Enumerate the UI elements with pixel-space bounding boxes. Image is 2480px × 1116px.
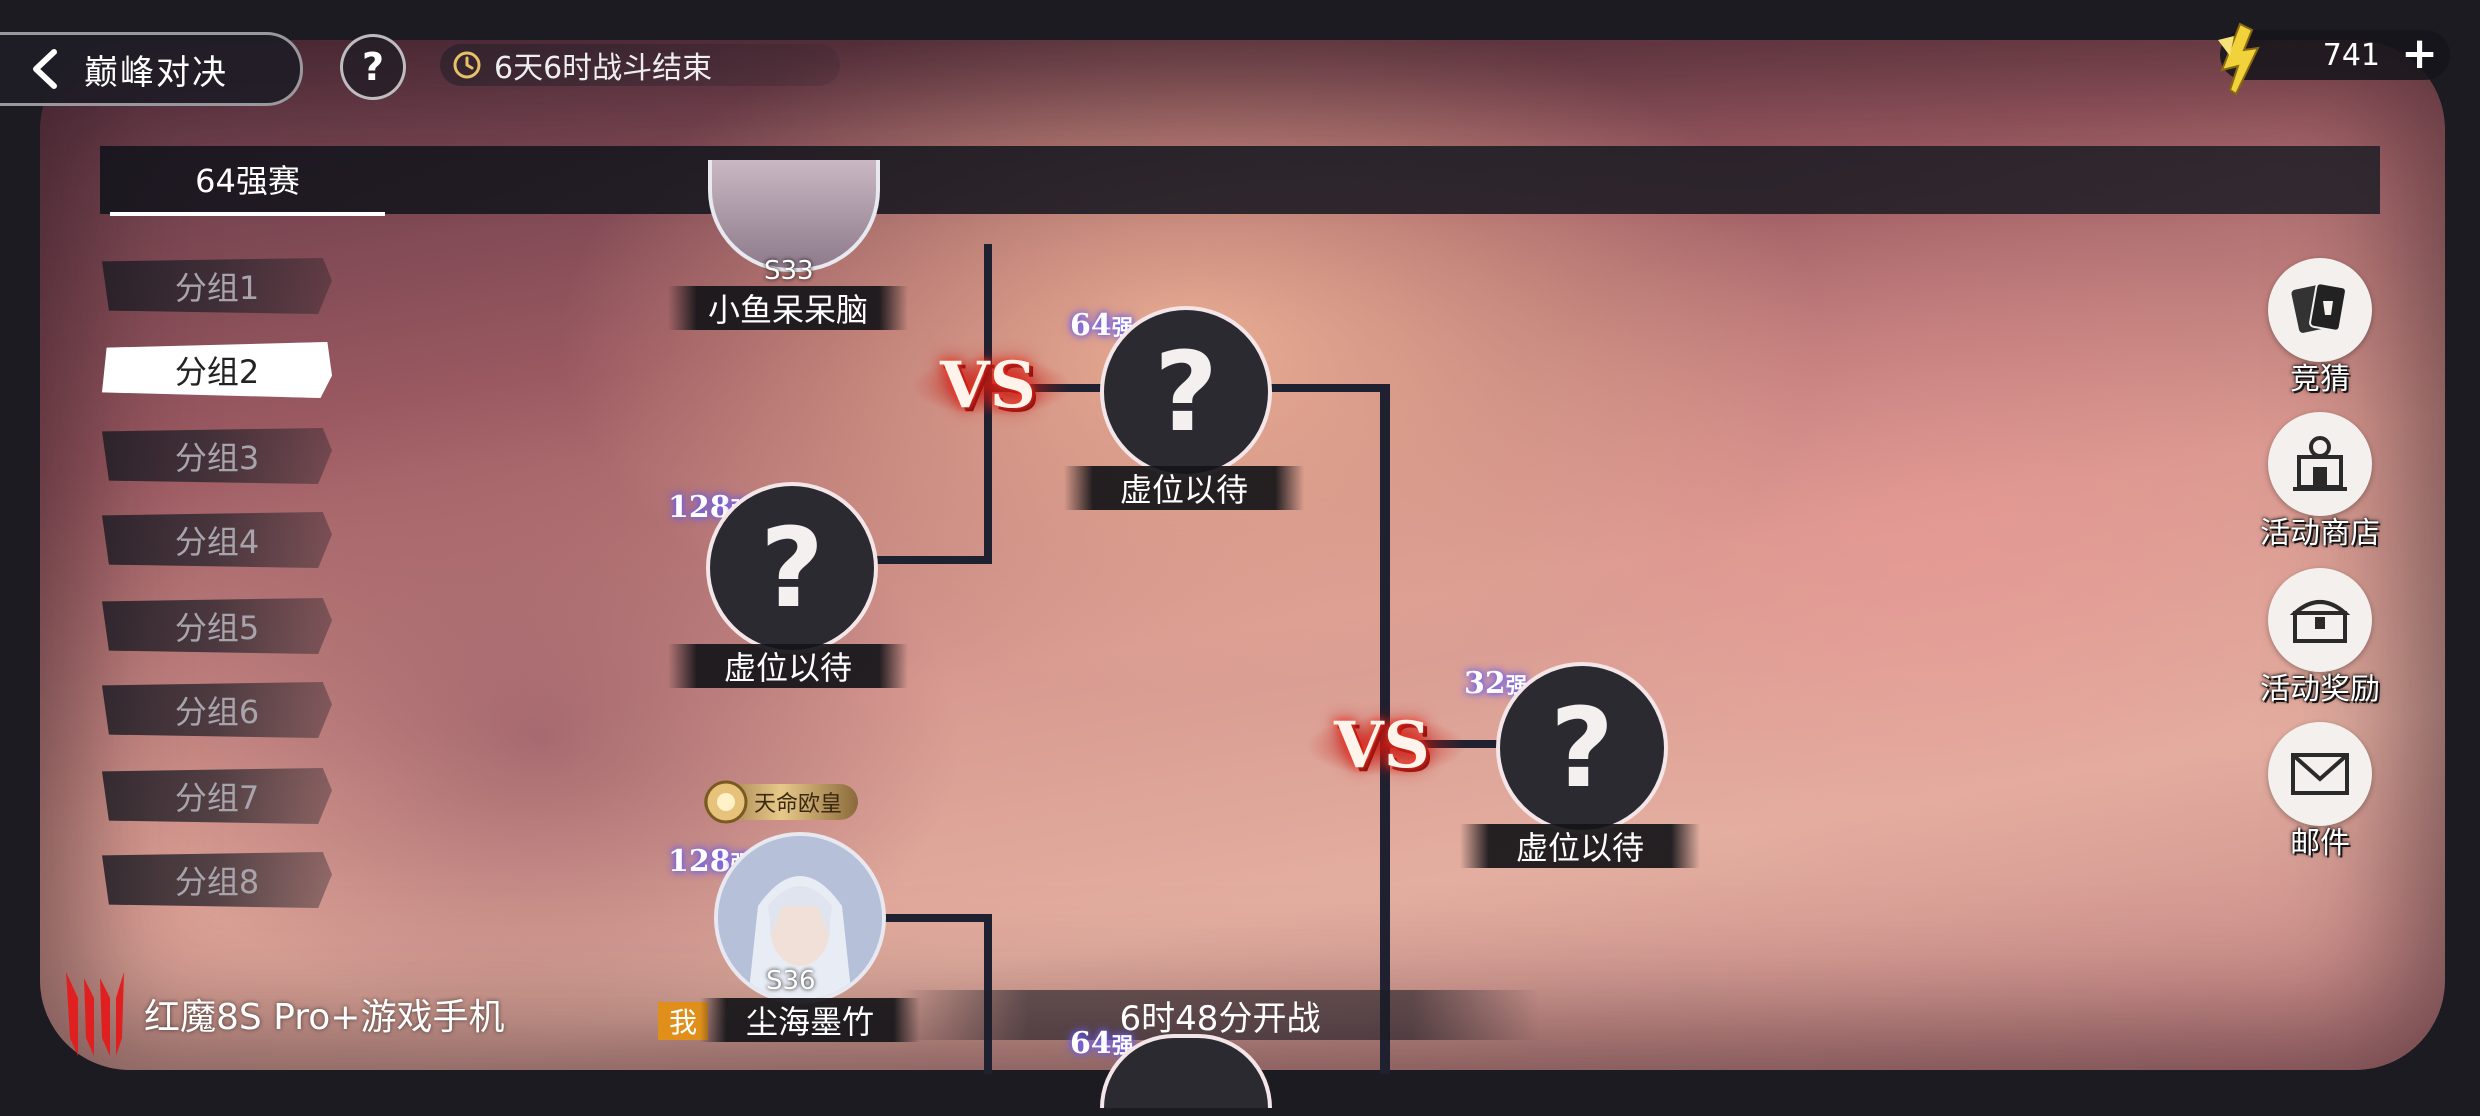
character-portrait [718,836,882,1000]
me-tag: 我 [658,1002,708,1040]
chevron-left-icon [33,49,57,89]
player-name-top: 小鱼呆呆脑 [668,286,908,330]
mail-button[interactable]: 邮件 [2240,722,2400,862]
currency-amount: 741 [2322,38,2380,73]
round-tab-strip [100,146,2380,214]
group-item-6[interactable]: 分组6 [102,682,332,738]
event-reward-button[interactable]: 活动奖励 [2240,568,2400,708]
event-shop-button[interactable]: 活动商店 [2240,412,2400,552]
player-name-me: 尘海墨竹 [700,998,920,1042]
group-item-4[interactable]: 分组4 [102,512,332,568]
event-reward-label: 活动奖励 [2260,672,2380,707]
mail-icon [2291,753,2349,795]
guess-button[interactable]: 竞猜 [2240,258,2400,398]
chest-icon [2289,600,2351,643]
group-item-1[interactable]: 分组1 [102,258,332,314]
placeholder-node-32[interactable]: ? [1496,662,1668,834]
currency-display: 741 + [2218,22,2450,96]
vs-splash [1306,716,1466,776]
clock-icon [453,51,481,79]
back-button[interactable]: 巅峰对决 [0,32,303,106]
bracket-line [880,914,992,922]
timer-text: 6天6时战斗结束 [494,51,713,86]
player-name-128a: 虚位以待 [668,644,908,688]
group-item-7[interactable]: 分组7 [102,768,332,824]
placeholder-node-64a[interactable]: ? [1100,306,1272,478]
device-watermark: 红魔8S Pro+游戏手机 [60,968,504,1060]
vs-label-1: VS [940,348,1036,423]
group-item-8[interactable]: 分组8 [102,852,332,908]
watermark-text: 红魔8S Pro+游戏手机 [144,997,505,1038]
cards-icon [2291,282,2347,333]
red-magic-logo-icon [66,972,124,1056]
shop-icon [2293,436,2347,491]
season-tag-top: S33 [764,256,814,286]
match-countdown: 6时48分开战 [900,990,1540,1040]
rank-badge-32: 32强 [1464,666,1528,701]
placeholder-node-128a[interactable]: ? [706,482,878,654]
mail-label: 邮件 [2290,826,2350,861]
avatar-me[interactable] [714,832,886,1004]
feather-currency-icon [2218,22,2260,96]
vs-splash [912,356,1072,416]
player-name-64a: 虚位以待 [1064,466,1304,510]
guess-label: 竞猜 [2290,362,2350,397]
event-timer: 6天6时战斗结束 [440,44,840,86]
bracket-line [870,556,992,564]
rose-emblem-icon [704,780,748,824]
event-shop-label: 活动商店 [2260,516,2380,551]
vs-label-2: VS [1334,708,1430,783]
bracket-line [1262,384,1390,392]
group-item-2[interactable]: 分组2 [102,342,332,398]
help-button[interactable]: ? [340,34,406,100]
add-currency-button[interactable]: + [2401,28,2438,79]
player-name-32: 虚位以待 [1460,824,1700,868]
season-tag-me: S36 [766,966,816,996]
group-item-3[interactable]: 分组3 [102,428,332,484]
page-title: 巅峰对决 [84,52,228,93]
tab-64[interactable]: 64强赛 [110,146,385,216]
group-item-5[interactable]: 分组5 [102,598,332,654]
